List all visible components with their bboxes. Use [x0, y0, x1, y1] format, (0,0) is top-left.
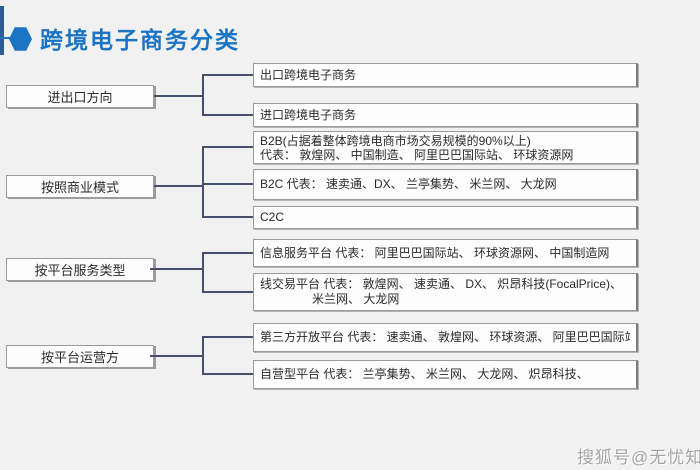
connector-line — [202, 252, 253, 254]
connector-line — [202, 373, 253, 375]
watermark: 搜狐号@无忧知 — [577, 448, 700, 467]
item-text: C2C — [260, 210, 285, 224]
item-text: 出口跨境电子商务 — [260, 67, 357, 82]
item-box-info-service-platform: 信息服务平台 代表： 阿里巴巴国际站、 环球资源网、 中国制造网 — [253, 239, 638, 267]
item-text: 自营型平台 代表： 兰亭集势、 米兰网、 大龙网、 炽昂科技、 — [260, 367, 589, 381]
item-box-c2c: C2C — [253, 206, 638, 229]
item-box-b2b: B2B(占据着整体跨境电商市场交易规模的90%以上) 代表： 敦煌网、 中国制造… — [253, 131, 638, 164]
page-title: 跨境电子商务分类 — [40, 27, 240, 53]
item-box-transaction-platform: 线交易平台 代表： 敦煌网、 速卖通、 DX、 炽昂科技(FocalPrice)… — [253, 273, 638, 311]
connector-line — [202, 146, 204, 218]
connector-line — [202, 146, 253, 148]
item-text: B2B(占据着整体跨境电商市场交易规模的90%以上) — [260, 134, 531, 148]
item-text: 代表： 敦煌网、 中国制造、 阿里巴巴国际站、 环球资源网 — [260, 147, 574, 162]
item-text: 米兰网、 大龙网 — [312, 292, 400, 306]
connector-line — [150, 355, 202, 357]
hexagon-connector-line — [0, 37, 13, 39]
category-box-direction: 进出口方向 — [6, 85, 154, 108]
connector-line — [202, 183, 253, 185]
hexagon-bullet-icon — [9, 27, 32, 51]
item-box-import: 进口跨境电子商务 — [253, 103, 638, 127]
left-edge-accent-bar — [0, 6, 4, 55]
item-box-third-party-platform: 第三方开放平台 代表： 速卖通、 敦煌网、 环球资源、 阿里巴巴国际站 — [253, 323, 638, 352]
item-text: 第三方开放平台 代表： 速卖通、 敦煌网、 环球资源、 阿里巴巴国际站 — [260, 330, 630, 344]
connector-line — [202, 74, 204, 116]
item-box-self-operated-platform: 自营型平台 代表： 兰亭集势、 米兰网、 大龙网、 炽昂科技、 — [253, 360, 638, 389]
item-text: 进口跨境电子商务 — [260, 107, 357, 122]
connector-line — [150, 268, 202, 270]
connector-line — [202, 114, 253, 116]
category-box-service-type: 按平台服务类型 — [6, 258, 154, 281]
item-box-b2c: B2C 代表： 速卖通、DX、 兰亭集势、 米兰网、 大龙网 — [253, 169, 638, 200]
item-text: 信息服务平台 代表： 阿里巴巴国际站、 环球资源网、 中国制造网 — [260, 245, 610, 260]
connector-line — [202, 216, 253, 218]
connector-line — [202, 74, 253, 76]
connector-line — [202, 336, 204, 375]
category-box-business-model: 按照商业模式 — [6, 175, 154, 198]
connector-line — [154, 185, 202, 187]
connector-line — [202, 291, 253, 293]
category-box-operator: 按平台运营方 — [6, 345, 154, 368]
item-box-export: 出口跨境电子商务 — [253, 63, 638, 87]
connector-line — [154, 95, 202, 97]
connector-line — [202, 336, 253, 338]
connector-line — [202, 252, 204, 293]
item-text: B2C 代表： 速卖通、DX、 兰亭集势、 米兰网、 大龙网 — [260, 177, 557, 191]
item-text: 线交易平台 代表： 敦煌网、 速卖通、 DX、 炽昂科技(FocalPrice)… — [260, 277, 623, 291]
